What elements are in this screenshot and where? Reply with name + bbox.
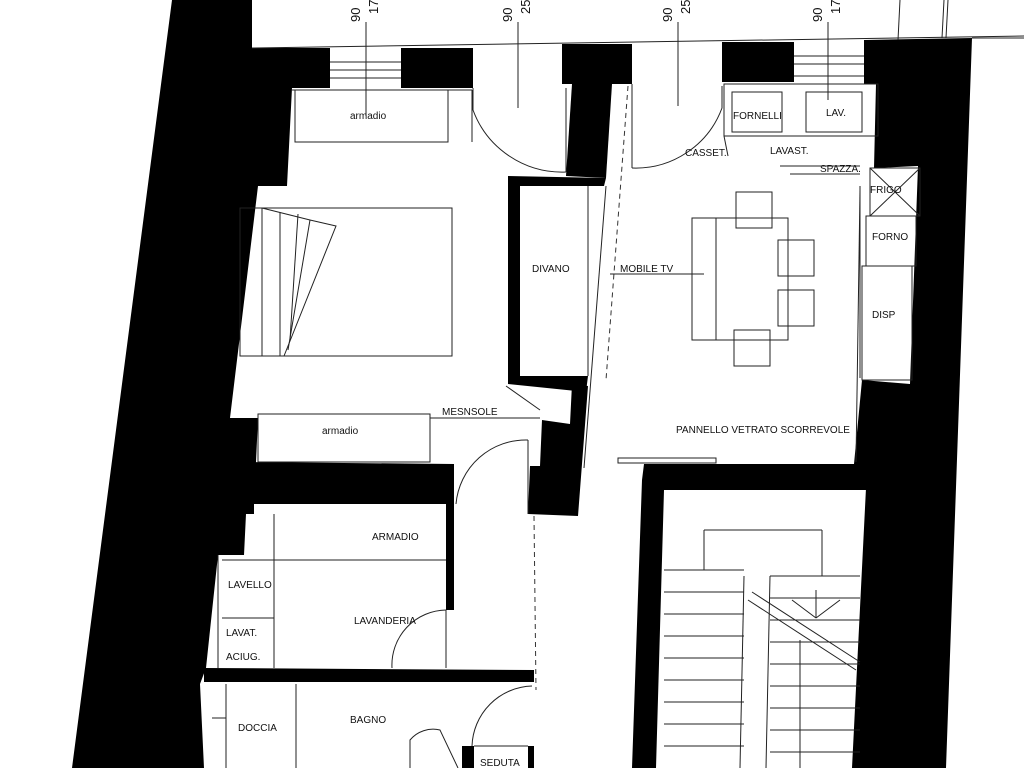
staircase (664, 529, 861, 768)
right-exterior-wall (852, 38, 972, 768)
sliding-glass-panel (617, 457, 717, 464)
top-wall-segment (401, 48, 473, 88)
chair (733, 329, 771, 367)
central-partition (566, 84, 612, 178)
seduta-wall (462, 746, 474, 768)
label-lavat: LAVAT. (226, 628, 257, 639)
wardrobe-bottom (257, 413, 431, 463)
dim-label-bottom: 17 (366, 0, 381, 14)
label-bagno: BAGNO (350, 715, 386, 726)
stair-line (747, 599, 857, 671)
double-bed (239, 207, 453, 357)
chair (777, 239, 815, 277)
living (533, 85, 861, 691)
laundry (217, 514, 446, 668)
pantry (861, 265, 913, 381)
dim-label-top: 90 (660, 8, 675, 22)
label-lavanderia: LAVANDERIA (354, 616, 416, 627)
seduta-wall (528, 746, 534, 768)
sofa-niche-wall (508, 176, 606, 392)
dim-label-top: 90 (810, 8, 825, 22)
label-mensole: MESNSOLE (442, 407, 498, 418)
label-divano: DIVANO (532, 264, 570, 275)
laundry-bath-wall (204, 668, 534, 682)
label-pannello: PANNELLO VETRATO SCORREVOLE (676, 425, 850, 436)
label-mobile-tv: MOBILE TV (620, 264, 673, 275)
label-armadio-caps: ARMADIO (372, 532, 419, 543)
label-armadio-top: armadio (350, 111, 387, 122)
bedroom-laundry-wall (244, 462, 454, 504)
label-forno: FORNO (872, 232, 908, 243)
bathroom (212, 684, 528, 768)
door-swing (472, 88, 567, 173)
door-swing (471, 685, 533, 747)
top-wall-segment (722, 42, 794, 82)
stair-line (791, 599, 817, 619)
door-swing (391, 609, 447, 669)
door-swing (631, 86, 723, 169)
dim-label-top: 90 (500, 8, 515, 22)
chair (777, 289, 815, 327)
label-fornelli: FORNELLI (733, 111, 782, 122)
stair-line (765, 575, 771, 768)
dining-table (715, 217, 789, 341)
outer-lines (251, 0, 1024, 49)
stair-line (815, 599, 841, 619)
dim-label-bottom: 25 (678, 0, 693, 14)
cooktop (731, 91, 783, 133)
room-labels: armadio armadio DIVANO MOBILE TV MESNSOL… (226, 108, 908, 768)
label-seduta: SEDUTA (480, 758, 520, 768)
label-armadio-bottom: armadio (322, 426, 359, 437)
laundry-door-jamb (446, 504, 454, 610)
left-exterior-wall (72, 0, 330, 768)
dim-label-bottom: 17 (828, 0, 843, 14)
label-casset: CASSET. (685, 148, 727, 159)
kitchen (723, 83, 921, 381)
stair-line (739, 575, 745, 768)
door-swing (455, 439, 529, 505)
label-disp: DISP (872, 310, 896, 321)
chair (735, 191, 773, 229)
pillar (528, 384, 588, 516)
stair-line (751, 591, 861, 663)
bedroom (239, 89, 541, 463)
label-lavast: LAVAST. (770, 146, 809, 157)
label-spazza: SPAZZA. (820, 164, 861, 175)
walls (72, 0, 972, 768)
doors (391, 84, 723, 768)
label-doccia: DOCCIA (238, 723, 277, 734)
dim-label-bottom: 25 (518, 0, 533, 14)
label-asciug: ACIUG. (226, 652, 260, 663)
label-lav: LAV. (826, 108, 846, 119)
stairwell-wall (632, 464, 866, 768)
label-lavello: LAVELLO (228, 580, 272, 591)
dimension-markers: 90 17 90 25 90 25 90 17 (348, 0, 843, 116)
sink (805, 91, 863, 133)
dim-label-top: 90 (348, 8, 363, 22)
sofa (691, 217, 717, 341)
top-wall-segment (562, 44, 632, 84)
label-frigo: FRIGO (870, 185, 902, 196)
